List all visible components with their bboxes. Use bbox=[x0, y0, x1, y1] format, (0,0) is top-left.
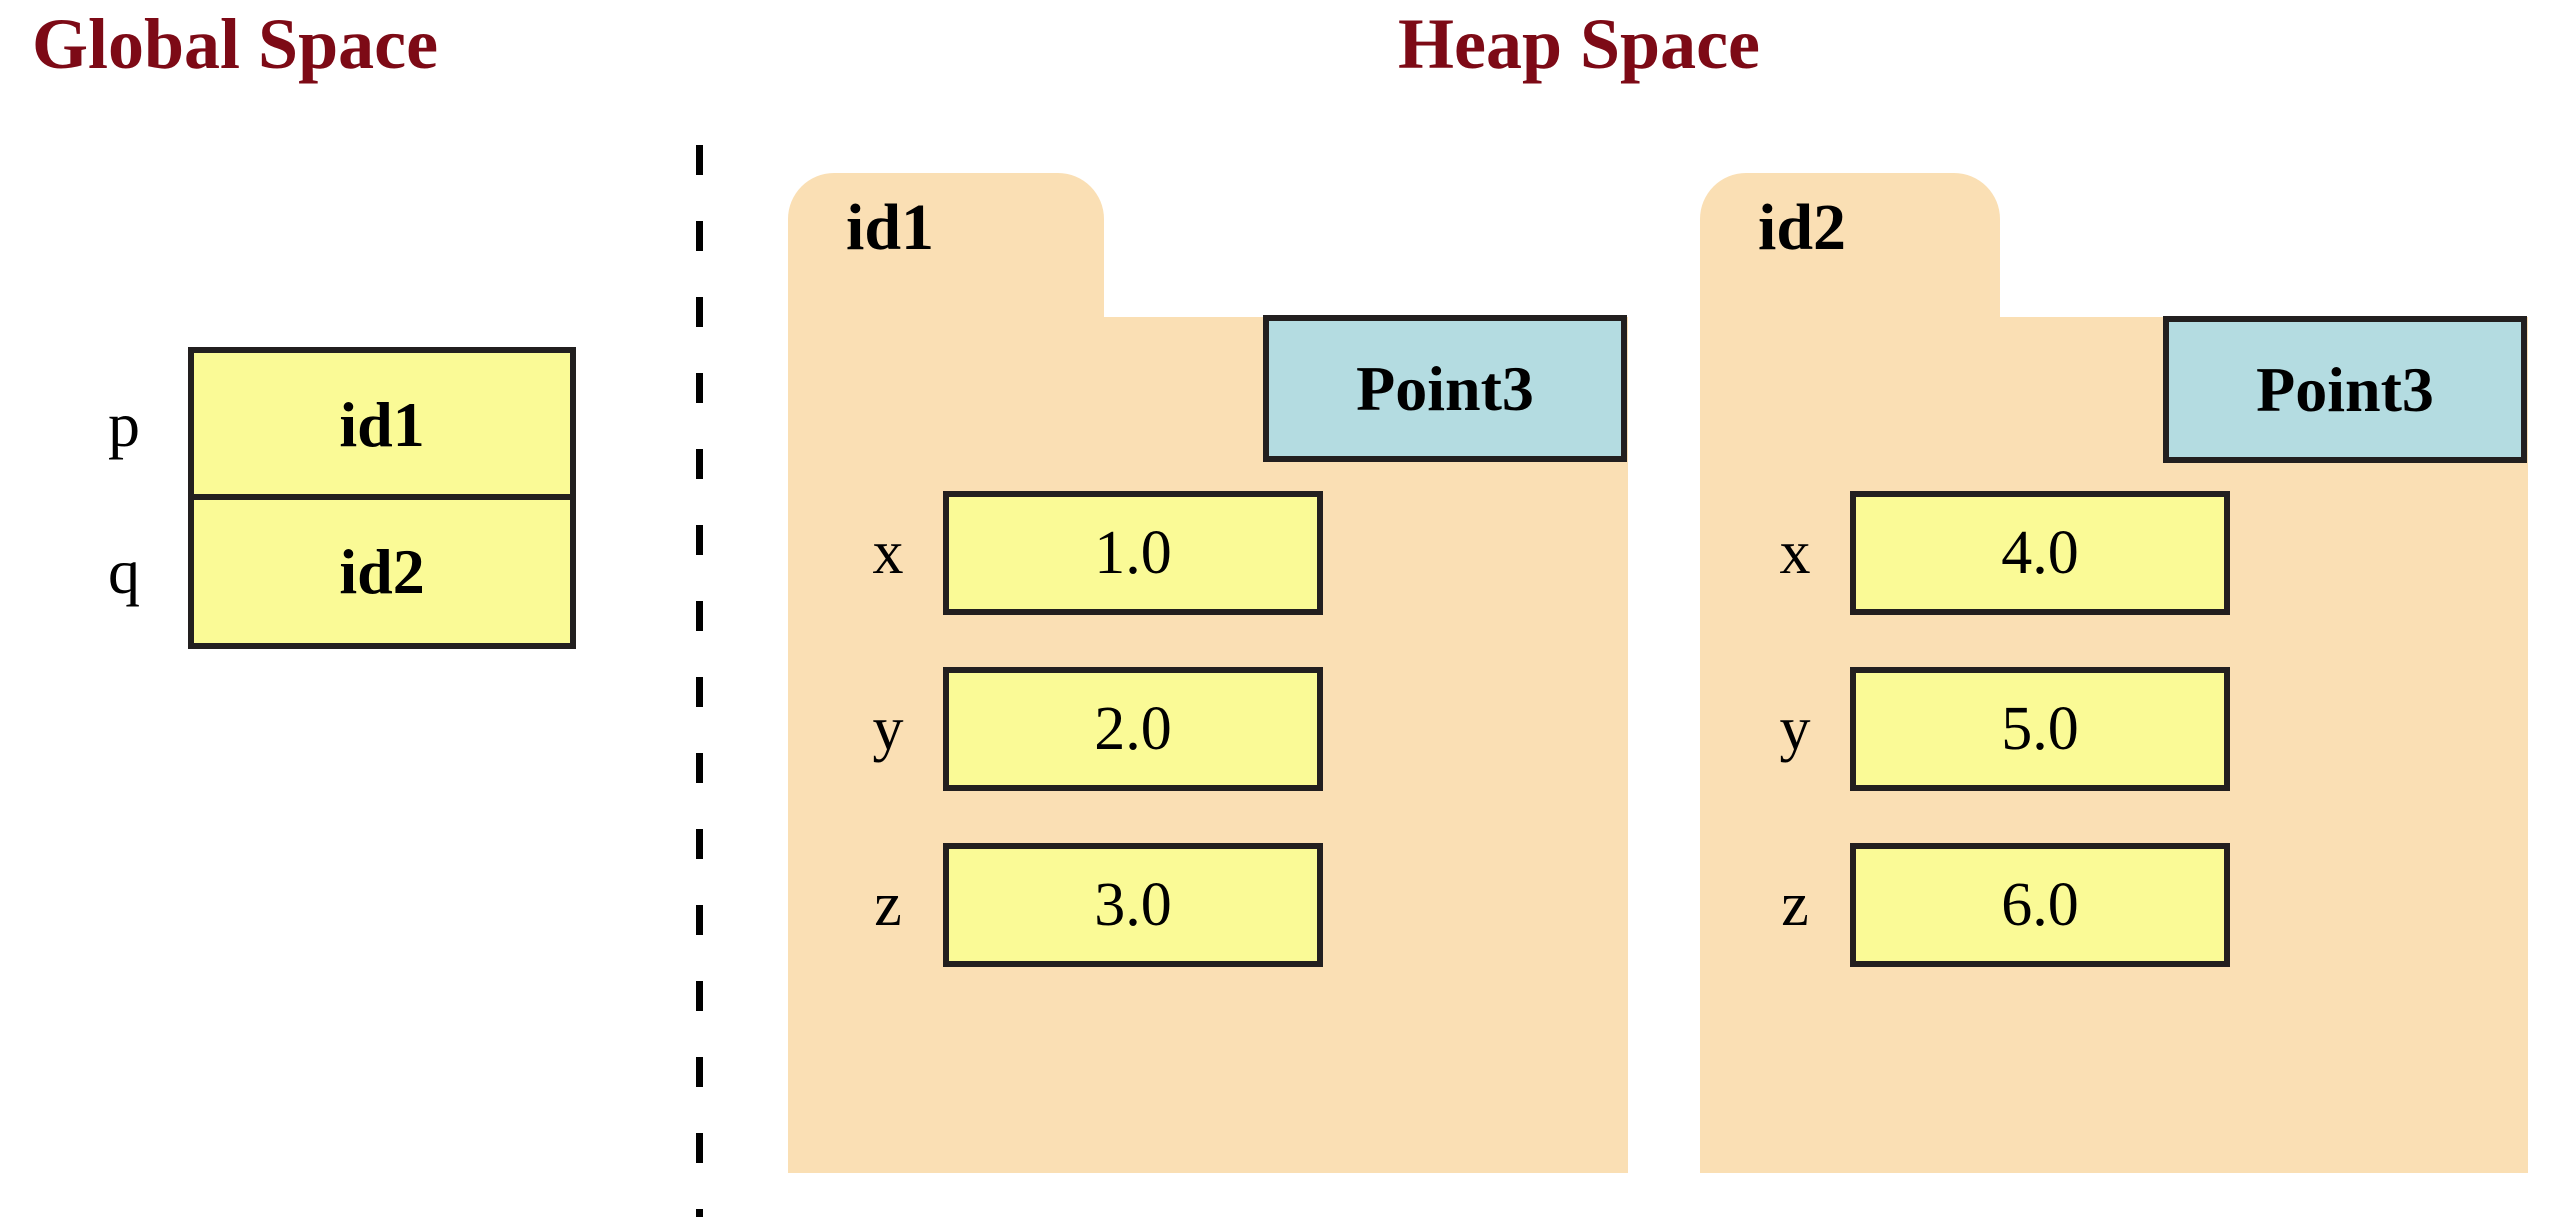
global-variable-name-p: p bbox=[108, 388, 140, 460]
attribute-value-id1-z: 3.0 bbox=[943, 843, 1323, 967]
attribute-row-id1-y: y 2.0 bbox=[833, 667, 1323, 791]
attribute-row-id2-z: z 6.0 bbox=[1740, 843, 2230, 967]
attribute-row-id1-x: x 1.0 bbox=[833, 491, 1323, 615]
folder-tab-icon bbox=[1700, 173, 2000, 325]
global-space-title: Global Space bbox=[32, 4, 439, 84]
attribute-row-id2-y: y 5.0 bbox=[1740, 667, 2230, 791]
attribute-value-id1-y: 2.0 bbox=[943, 667, 1323, 791]
heap-object-type-id1: Point3 bbox=[1263, 315, 1627, 462]
global-variable-row-p: p id1 bbox=[60, 347, 576, 502]
attribute-name-id1-x: x bbox=[872, 519, 904, 587]
heap-space-title: Heap Space bbox=[1398, 4, 1761, 84]
attribute-value-id2-y: 5.0 bbox=[1850, 667, 2230, 791]
folder-tab-icon bbox=[788, 173, 1104, 325]
global-variable-name-q: q bbox=[108, 535, 140, 607]
global-variable-value-p: id1 bbox=[188, 347, 576, 502]
attribute-value-id2-x: 4.0 bbox=[1850, 491, 2230, 615]
global-variable-row-q: q id2 bbox=[60, 494, 576, 649]
attribute-name-id1-z: z bbox=[874, 871, 902, 939]
attribute-name-id2-z: z bbox=[1781, 871, 1809, 939]
attribute-name-id1-y: y bbox=[872, 695, 904, 763]
attribute-row-id1-z: z 3.0 bbox=[833, 843, 1323, 967]
heap-object-id-label-id1: id1 bbox=[846, 191, 935, 264]
attribute-name-id2-y: y bbox=[1779, 695, 1811, 763]
attribute-name-id2-x: x bbox=[1779, 519, 1811, 587]
attribute-value-id1-x: 1.0 bbox=[943, 491, 1323, 615]
attribute-value-id2-z: 6.0 bbox=[1850, 843, 2230, 967]
heap-object-type-id2: Point3 bbox=[2163, 316, 2527, 463]
space-divider bbox=[696, 145, 703, 1217]
heap-object-id-label-id2: id2 bbox=[1758, 191, 1847, 264]
global-variable-value-q: id2 bbox=[188, 494, 576, 649]
attribute-row-id2-x: x 4.0 bbox=[1740, 491, 2230, 615]
